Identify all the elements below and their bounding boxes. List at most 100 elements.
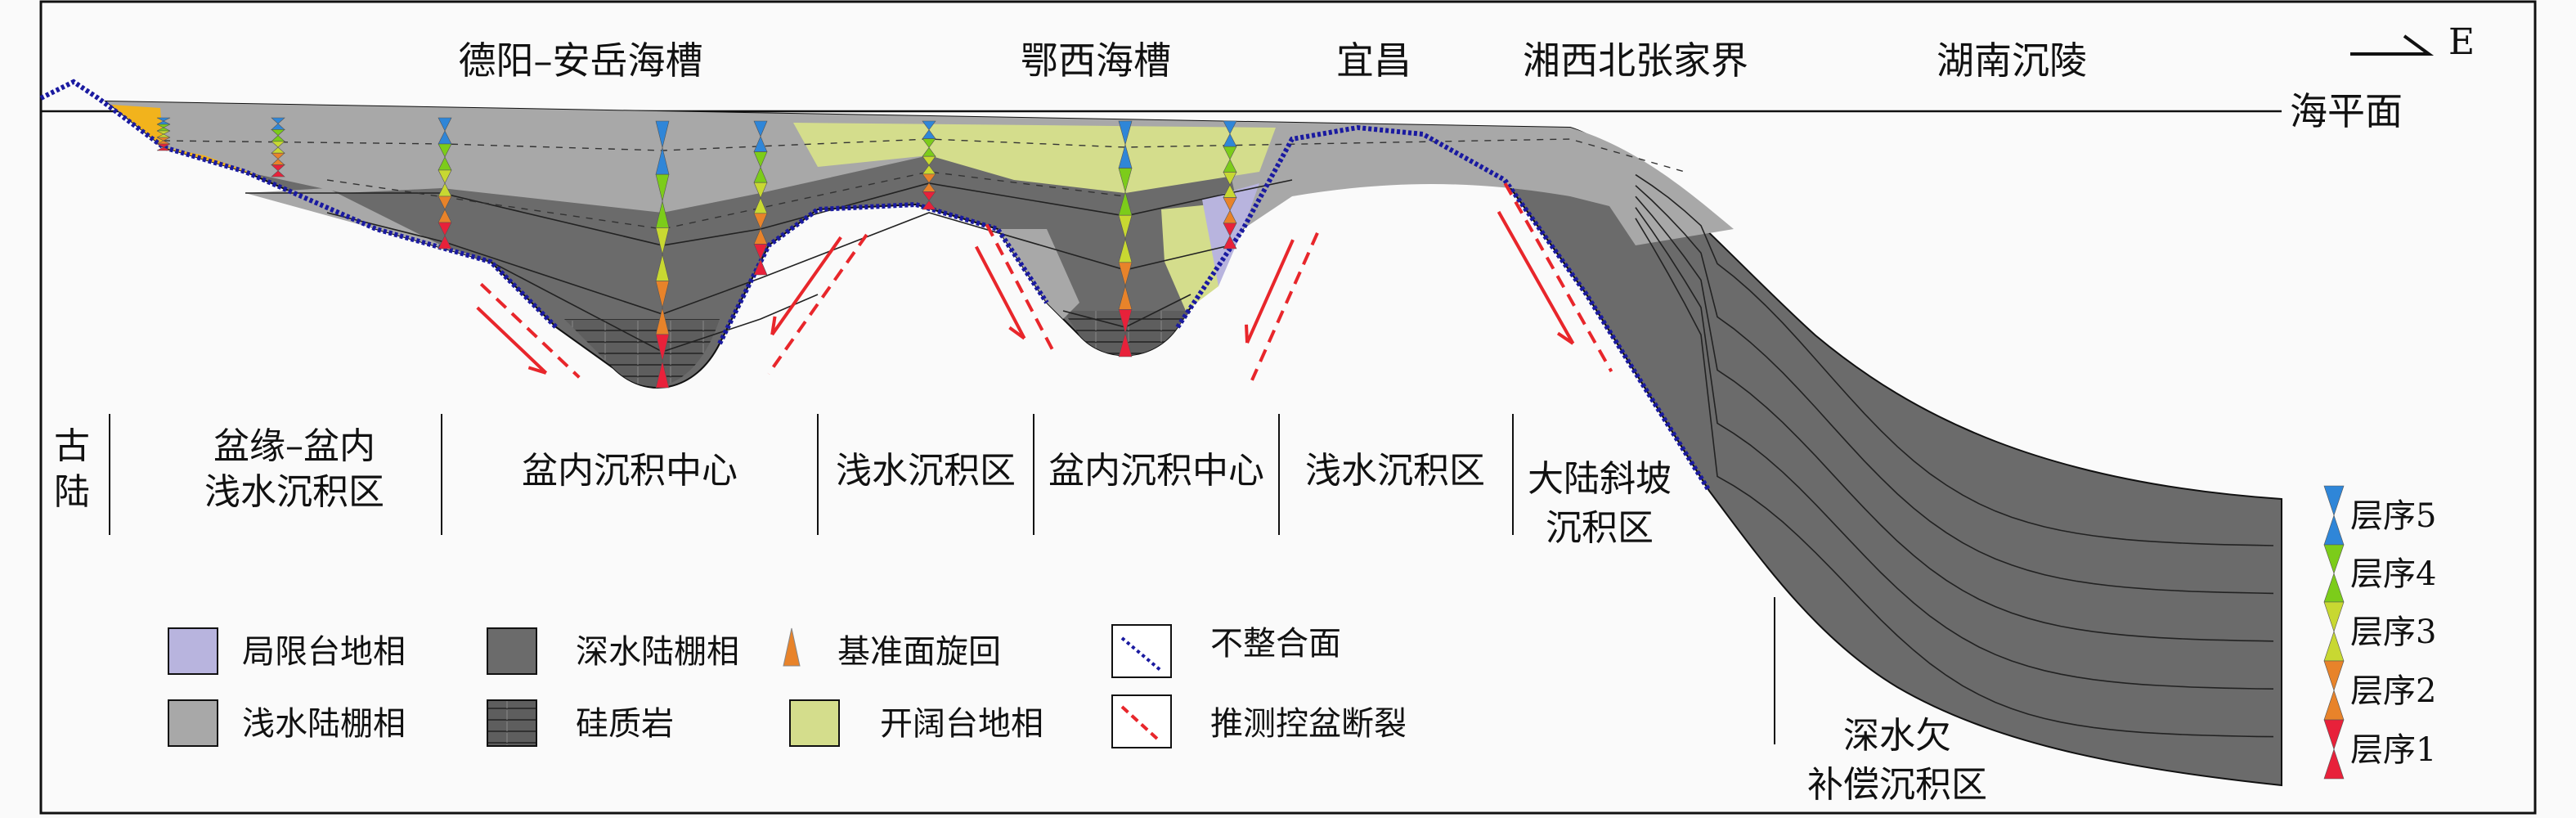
fault-slip-arrow xyxy=(1497,210,1575,344)
sequence-cycle-triangle xyxy=(753,244,768,260)
open-platform-facies xyxy=(793,123,1276,193)
unconformity-line xyxy=(39,79,1712,492)
sequence-label: 层序1 xyxy=(2350,731,2436,769)
sequence-cycle-triangle xyxy=(438,222,452,236)
legend: 局限台地相 深水陆棚相 基准面旋回 不整合面 浅水陆棚相 硅质岩 开阔台地相 推… xyxy=(168,624,1407,748)
sequence-cycle-triangle xyxy=(922,155,936,166)
sequence-cycle-triangle xyxy=(1223,197,1237,211)
fault-arrowhead-icon xyxy=(1245,324,1250,344)
siliceous-rock-trough2 xyxy=(1063,311,1191,356)
zone-shallow-2: 浅水沉积区 xyxy=(1305,450,1485,492)
fault-dashed-line xyxy=(479,282,581,379)
open-platform-trough2 xyxy=(1161,204,1218,311)
sequence-cycle-triangle xyxy=(753,120,768,137)
sequence-cycle-triangle xyxy=(753,182,768,199)
sequence-cycle-triangle xyxy=(655,361,670,389)
fault-arrowhead-icon xyxy=(527,366,547,375)
legend-fault-icon xyxy=(1120,705,1160,741)
sequence-cycle-triangle xyxy=(271,141,285,148)
zone-center-1: 盆内沉积中心 xyxy=(522,450,738,492)
sequence-cycle-triangle xyxy=(1223,222,1237,237)
zone-ancient-land-2: 陆 xyxy=(54,471,90,513)
sequence-cycle-triangle xyxy=(753,213,768,230)
slope-layer-line xyxy=(1635,196,2274,642)
sequence-cycle-triangle xyxy=(156,143,171,148)
sequence-cycle-triangle xyxy=(1223,146,1237,160)
legend-swatch-deep-shelf xyxy=(487,627,537,675)
sequence-cycle-triangle xyxy=(156,137,171,142)
sequence-label: 层序4 xyxy=(2350,555,2436,593)
fault-slip-arrow xyxy=(975,245,1026,339)
fault-dashed-line xyxy=(1250,232,1319,381)
legend-siliceous-rock: 硅质岩 xyxy=(576,705,674,743)
sequence-cycle-triangle xyxy=(1118,262,1133,287)
deep-shelf-body xyxy=(104,100,2282,787)
slope-layer-line xyxy=(1635,207,2274,690)
shallow-shelf-slope xyxy=(1570,128,1734,245)
legend-swatch-siliceous-rock xyxy=(487,699,537,747)
zone-shallow-1: 浅水沉积区 xyxy=(836,450,1016,492)
legend-swatch-inferred-fault xyxy=(1111,694,1172,748)
sequence-legend-triangle xyxy=(2323,631,2345,662)
sequence-cycle-triangle xyxy=(156,124,171,128)
legend-deep-shelf: 深水陆棚相 xyxy=(576,633,739,671)
sequence-cycle-triangle xyxy=(1118,120,1133,146)
zone-slope-2: 沉积区 xyxy=(1546,507,1654,549)
fault-slip-arrow xyxy=(770,236,842,336)
inferred-faults xyxy=(476,182,1613,381)
legend-base-level-cycle-icon xyxy=(783,627,801,667)
sequence-cycle-triangle xyxy=(922,200,936,210)
direction-label: E xyxy=(2448,21,2475,63)
sequence-cycle-triangle xyxy=(753,258,768,276)
sequence-cycle-triangle xyxy=(1223,172,1237,186)
fault-arrowhead-icon xyxy=(1008,326,1025,340)
sequence-cycle-triangle xyxy=(922,138,936,148)
legend-open-platform: 开阔台地相 xyxy=(880,705,1043,743)
legend-swatch-restricted-platform xyxy=(168,627,218,675)
shallow-shelf-trough2-flank xyxy=(998,229,1079,319)
sequence-label: 层序5 xyxy=(2350,497,2436,535)
sequence-cycle-triangle xyxy=(271,129,285,137)
sequence-cycle-triangle xyxy=(1118,332,1133,357)
zone-deep-1: 深水欠 xyxy=(1843,715,1951,757)
sequence-cycle-triangle xyxy=(1118,168,1133,193)
zone-ancient-land-1: 古 xyxy=(54,425,90,467)
sequence-label: 层序2 xyxy=(2350,672,2436,710)
legend-unconformity: 不整合面 xyxy=(1210,625,1341,663)
sequence-cycle-triangle xyxy=(271,117,285,124)
sequence-cycle-triangle xyxy=(1223,235,1237,249)
sequence-cycle-triangle xyxy=(438,143,452,158)
legend-swatch-unconformity xyxy=(1111,624,1172,678)
sequence-cycle-triangle xyxy=(922,173,936,184)
dashed-lines xyxy=(163,138,1685,230)
sequence-cycle-triangle xyxy=(271,170,285,178)
legend-inferred-fault: 推测控盆断裂 xyxy=(1210,705,1407,743)
location-yuanling: 湖南沉陵 xyxy=(1936,38,2087,83)
frame xyxy=(39,0,2537,815)
sequence-cycle-triangle xyxy=(1118,214,1133,240)
sequence-legend-triangle xyxy=(2323,573,2345,603)
sequence-cycle-triangle xyxy=(438,117,452,132)
east-arrow-icon xyxy=(2350,34,2435,56)
sequence-cycle-triangle xyxy=(655,173,670,201)
zone-margin-1: 盆缘–盆内 xyxy=(213,425,375,467)
sequence-cycle-triangle xyxy=(1223,120,1237,135)
sequence-cycle-triangle xyxy=(655,334,670,362)
sequence-cycle-triangle xyxy=(156,146,171,151)
legend-swatch-shallow-shelf xyxy=(168,699,218,747)
legend-restricted-platform: 局限台地相 xyxy=(242,633,406,671)
slope-layer-lines xyxy=(1635,173,2274,738)
sequence-cycle-triangle xyxy=(271,164,285,172)
slope-layer-line xyxy=(1635,173,2274,546)
fault-slip-arrow xyxy=(1245,239,1295,344)
zone-center-2: 盆内沉积中心 xyxy=(1048,450,1264,492)
sequence-legend-triangle xyxy=(2323,485,2345,516)
sequence-cycle-triangle xyxy=(1118,309,1133,335)
sequence-cycle-triangle xyxy=(156,117,171,122)
location-deyang-anyue: 德阳–安岳海槽 xyxy=(459,38,703,83)
sequence-cycle-triangle xyxy=(922,120,936,131)
zone-dividers xyxy=(109,414,1775,744)
